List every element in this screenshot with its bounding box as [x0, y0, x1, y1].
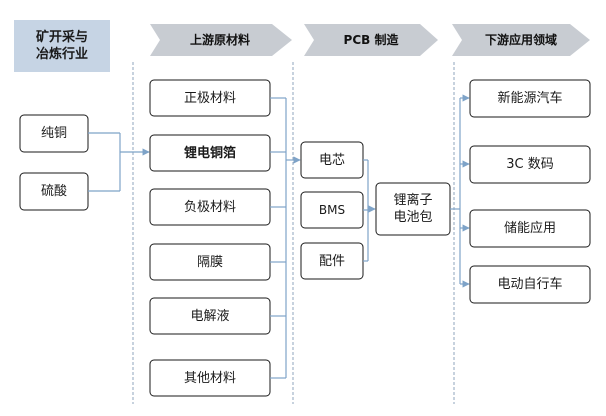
- upstream-header-shape: [150, 24, 292, 56]
- downstream-header-shape: [452, 24, 590, 56]
- material-box-anode: [149, 188, 271, 226]
- battery-pack-box: [375, 182, 451, 236]
- material-box-copper-foil: [149, 134, 271, 172]
- component-box-parts: [300, 242, 364, 280]
- application-box-ev: [469, 79, 591, 118]
- application-box-ebike: [469, 265, 591, 304]
- connector-materials-to-cell: [270, 97, 301, 379]
- application-box-storage: [469, 209, 591, 248]
- connector-components-to-pack: [363, 159, 376, 262]
- connector-pack-to-applications: [450, 94, 470, 288]
- pcb-header-shape: [304, 24, 438, 56]
- component-box-bms: [300, 191, 364, 229]
- mining-header-box: [14, 20, 110, 72]
- material-box-separator: [149, 243, 271, 281]
- material-box-other: [149, 359, 271, 397]
- raw-input-box-copper: [19, 114, 89, 153]
- connector-raw-to-foil: [88, 132, 150, 192]
- material-box-electrolyte: [149, 297, 271, 335]
- raw-input-box-acid: [19, 172, 89, 211]
- material-box-cathode: [149, 79, 271, 117]
- application-box-3c: [469, 145, 591, 184]
- component-box-cell: [300, 141, 364, 179]
